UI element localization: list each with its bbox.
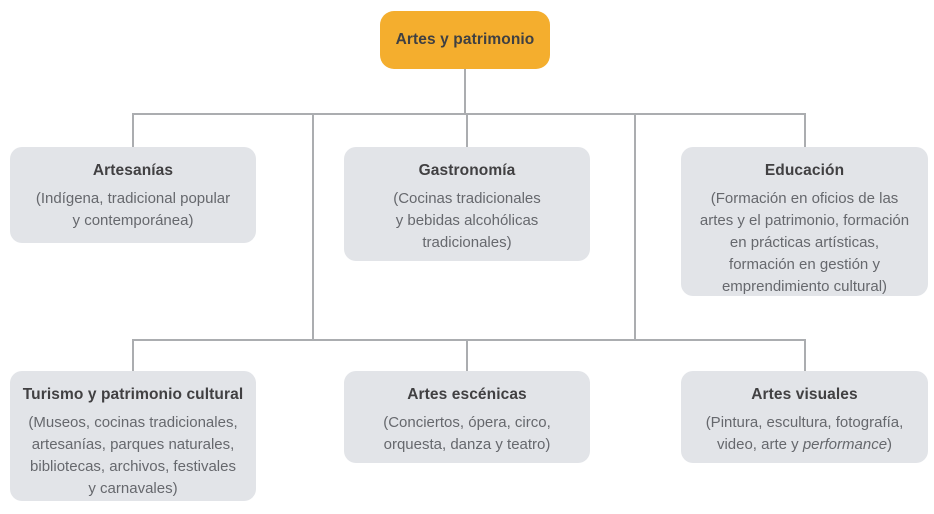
connector-drop-gastronomia (466, 113, 468, 147)
node-title: Artes escénicas (407, 386, 527, 403)
node-title: Educación (764, 162, 845, 179)
node-artes-visuales: Artes visuales (Pintura, escultura, foto… (681, 371, 928, 463)
node-body: (Cocinas tradicionales y bebidas alcohól… (393, 190, 541, 251)
node-body: (Museos, cocinas tradicionales, artesaní… (28, 414, 238, 497)
node-body: (Indígena, tradicional popular y contemp… (35, 190, 231, 229)
connector-drop-artesanias (132, 113, 134, 147)
node-title: Artesanías (92, 162, 174, 179)
connector-mid-right-vertical (634, 113, 636, 339)
connector-drop-educacion (804, 113, 806, 147)
connector-mid-left-vertical (312, 113, 314, 339)
root-node-label: Artes y patrimonio (395, 31, 535, 48)
node-body: (Formación en oficios de las artes y el … (699, 190, 910, 295)
node-body: (Pintura, escultura, fotografía, video, … (689, 412, 920, 456)
node-title: Turismo y patrimonio cultural (22, 386, 244, 403)
node-title: Gastronomía (418, 162, 516, 179)
node-title: Artes visuales (751, 386, 858, 403)
node-turismo-y-patrimonio-cultural: Turismo y patrimonio cultural (Museos, c… (10, 371, 256, 501)
node-educacion: Educación (Formación en oficios de las a… (681, 147, 928, 296)
connector-rail-bottom (132, 339, 806, 341)
node-artes-escenicas: Artes escénicas (Conciertos, ópera, circ… (344, 371, 590, 463)
node-body-italic-term: performance (802, 436, 888, 453)
node-artesanias: Artesanías (Indígena, tradicional popula… (10, 147, 256, 243)
node-gastronomia: Gastronomía (Cocinas tradicionales y beb… (344, 147, 590, 261)
connector-root-vertical (464, 69, 466, 113)
connector-drop-artes-visuales (804, 339, 806, 371)
root-node-artes-y-patrimonio: Artes y patrimonio (380, 11, 550, 69)
node-body: (Conciertos, ópera, circo, orquesta, dan… (383, 414, 551, 453)
node-body-text: (Pintura, escultura, fotografía, video, … (705, 414, 904, 453)
connector-rail-top (132, 113, 806, 115)
connector-drop-turismo (132, 339, 134, 371)
connector-drop-artes-escenicas (466, 339, 468, 371)
node-body-text: ) (887, 436, 893, 453)
